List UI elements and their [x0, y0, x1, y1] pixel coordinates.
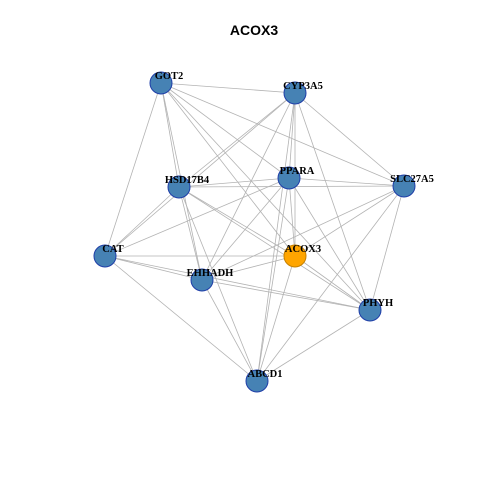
edge-acox3-abcd1: [256, 255, 296, 382]
edge-phyh-abcd1: [256, 309, 371, 382]
edge-slc27a5-acox3: [294, 185, 405, 257]
edge-cat-abcd1: [104, 255, 258, 382]
edge-hsd17b4-abcd1: [178, 186, 258, 382]
node-layer: [93, 71, 416, 393]
edge-hsd17b4-cat: [104, 186, 180, 257]
node-ehhadh[interactable]: [190, 268, 214, 292]
edge-got2-ppara: [160, 82, 290, 179]
graph-title: ACOX3: [230, 22, 278, 38]
edge-cyp3a5-phyh: [294, 92, 371, 311]
edge-got2-acox3: [160, 82, 296, 257]
edge-cat-phyh: [104, 255, 371, 311]
edge-ppara-ehhadh: [201, 177, 290, 281]
edge-ehhadh-acox3: [201, 255, 296, 281]
node-acox3[interactable]: [283, 244, 307, 268]
node-label-abcd1: ABCD1: [247, 369, 282, 380]
edge-ppara-slc27a5: [288, 177, 405, 187]
edge-cyp3a5-abcd1: [256, 92, 296, 382]
edge-cat-ehhadh: [104, 255, 203, 281]
node-label-slc27a5: SLC27A5: [390, 174, 434, 185]
node-cyp3a5[interactable]: [283, 81, 307, 105]
edge-got2-phyh: [160, 82, 371, 311]
edge-got2-hsd17b4: [160, 82, 180, 188]
node-label-acox3: ACOX3: [285, 244, 321, 255]
edge-hsd17b4-phyh: [178, 186, 371, 311]
node-label-got2: GOT2: [155, 71, 184, 82]
edge-hsd17b4-acox3: [178, 186, 296, 257]
edge-slc27a5-ehhadh: [201, 185, 405, 281]
edge-cyp3a5-slc27a5: [294, 92, 405, 187]
edge-slc27a5-abcd1: [256, 185, 405, 382]
edge-got2-slc27a5: [160, 82, 405, 187]
node-label-ppara: PPARA: [280, 166, 315, 177]
node-label-cyp3a5: CYP3A5: [283, 81, 323, 92]
edge-ppara-abcd1: [256, 177, 290, 382]
node-cat[interactable]: [93, 244, 117, 268]
node-slc27a5[interactable]: [392, 174, 416, 198]
edge-got2-cyp3a5: [160, 82, 296, 94]
edge-got2-cat: [104, 82, 162, 257]
node-ppara[interactable]: [277, 166, 301, 190]
edge-cyp3a5-cat: [104, 92, 296, 257]
node-hsd17b4[interactable]: [167, 175, 191, 199]
edge-slc27a5-phyh: [369, 185, 405, 311]
node-label-ehhadh: EHHADH: [187, 268, 234, 279]
edge-hsd17b4-ppara: [178, 177, 290, 188]
edge-ppara-phyh: [288, 177, 371, 311]
edge-ppara-acox3: [288, 177, 296, 257]
node-label-hsd17b4: HSD17B4: [165, 175, 210, 186]
edge-ehhadh-abcd1: [201, 279, 258, 382]
edge-ehhadh-phyh: [201, 279, 371, 311]
edge-hsd17b4-ehhadh: [178, 186, 203, 281]
edge-cyp3a5-ppara: [288, 92, 296, 179]
edge-ppara-cat: [104, 177, 290, 257]
node-label-cat: CAT: [102, 244, 123, 255]
node-label-phyh: PHYH: [363, 298, 393, 309]
edge-acox3-phyh: [294, 255, 371, 311]
node-abcd1[interactable]: [245, 369, 269, 393]
node-phyh[interactable]: [358, 298, 382, 322]
node-got2[interactable]: [149, 71, 173, 95]
edge-layer: [104, 82, 405, 382]
edge-cyp3a5-hsd17b4: [178, 92, 296, 188]
